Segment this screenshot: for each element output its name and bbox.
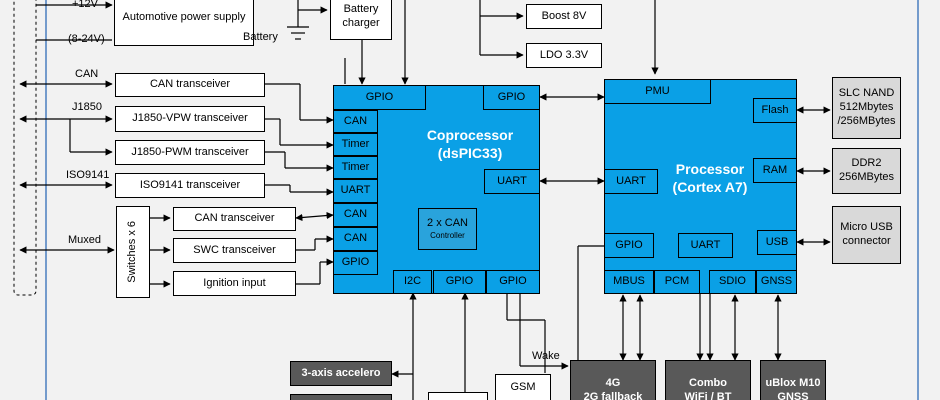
nand-line3: /256MBytes (837, 114, 896, 127)
processor-gnss: GNSS (756, 270, 797, 294)
coprocessor-timer-1: Timer (333, 133, 378, 156)
coprocessor-i2c: I2C (393, 270, 432, 294)
gsm-module: GSM (495, 374, 551, 400)
module-4g-line1: 4G (605, 377, 621, 389)
processor-usb: USB (757, 230, 797, 255)
coprocessor-can-2: CAN (333, 203, 378, 227)
coprocessor-can-3: CAN (333, 227, 378, 251)
accelerometer: 3-axis accelero (290, 361, 392, 386)
processor-mbus: MBUS (604, 270, 654, 294)
combo-line2: WiFi / BT (684, 390, 732, 400)
processor-title-line1: Processor (675, 161, 745, 177)
coprocessor-title-line2: (dsPIC33) (437, 145, 503, 162)
coprocessor-title-line1: Coprocessor (426, 127, 514, 143)
processor-sdio: SDIO (709, 270, 756, 294)
battery-charger: Battery charger (330, 0, 392, 40)
module-4g-line2: 2G fallback (583, 390, 643, 400)
processor-title: Processor (Cortex A7) (640, 160, 780, 196)
wake-label: Wake (532, 350, 560, 362)
iso9141-bus-label: ISO9141 (66, 169, 110, 181)
can-transceiver: CAN transceiver (115, 73, 265, 97)
processor-uart-left: UART (604, 169, 658, 194)
processor-uart-mid: UART (678, 233, 733, 258)
ublox-line2: GNSS (777, 390, 809, 400)
coprocessor-uart-left: UART (333, 179, 378, 203)
coprocessor-gpio-bottom-2: GPIO (486, 270, 540, 294)
processor-gpio: GPIO (604, 233, 654, 258)
coprocessor-title: Coprocessor (dsPIC33) (400, 126, 540, 162)
ignition-input: Ignition input (173, 271, 296, 296)
switches-block: Switches x 6 (116, 206, 150, 298)
ublox-line1: uBlox M10 (765, 377, 821, 389)
switches-label: Switches x 6 (126, 221, 139, 283)
iso9141-transceiver: ISO9141 transceiver (115, 173, 265, 198)
battery-label: Battery (243, 31, 278, 43)
v12-label: +12V (72, 0, 98, 10)
coprocessor-gpio-top-right: GPIO (483, 85, 540, 110)
processor-ram: RAM (753, 158, 797, 183)
lower-white-module (428, 392, 488, 400)
j1850-vpw-transceiver: J1850-VPW transceiver (115, 106, 265, 132)
swc-transceiver: SWC transceiver (173, 238, 296, 263)
muxed-bus-label: Muxed (68, 234, 102, 246)
accelerometer-lower-module (290, 394, 392, 400)
nand-line2: 512Mbytes (839, 101, 894, 114)
can-controller-line1: 2 x CAN (427, 217, 468, 230)
can-bus-label: CAN (75, 68, 99, 80)
nand-line1: SLC NAND (838, 87, 895, 100)
usb-line2: connector (842, 235, 891, 247)
combo-line1: Combo (689, 377, 727, 389)
j1850-pwm-transceiver: J1850-PWM transceiver (115, 140, 265, 165)
coprocessor-gpio-bottom-1: GPIO (433, 270, 486, 294)
usb-line1: Micro USB (840, 221, 893, 234)
ddr-line2: 256MBytes (838, 171, 895, 183)
processor-pcm: PCM (654, 270, 700, 294)
processor-flash: Flash (753, 98, 797, 123)
can-controller-line2: Controller (430, 230, 465, 240)
ddr-line1: DDR2 (851, 157, 882, 170)
coprocessor-gpio-left: GPIO (333, 251, 378, 275)
processor-pmu: PMU (604, 79, 711, 104)
coprocessor-timer-2: Timer (333, 156, 378, 179)
can-transceiver-2: CAN transceiver (173, 207, 296, 231)
j1850-bus-label: J1850 (72, 101, 102, 113)
boost-converter: Boost 8V (526, 4, 602, 29)
coprocessor-can-1: CAN (333, 110, 378, 133)
coprocessor-uart-right: UART (484, 169, 540, 194)
ldo-regulator: LDO 3.3V (526, 43, 602, 68)
voltage-range-label: (8-24V) (68, 33, 105, 45)
coprocessor-gpio-top: GPIO (333, 85, 426, 110)
automotive-psu: Automotive power supply (114, 0, 254, 46)
processor-title-line2: (Cortex A7) (672, 179, 748, 196)
